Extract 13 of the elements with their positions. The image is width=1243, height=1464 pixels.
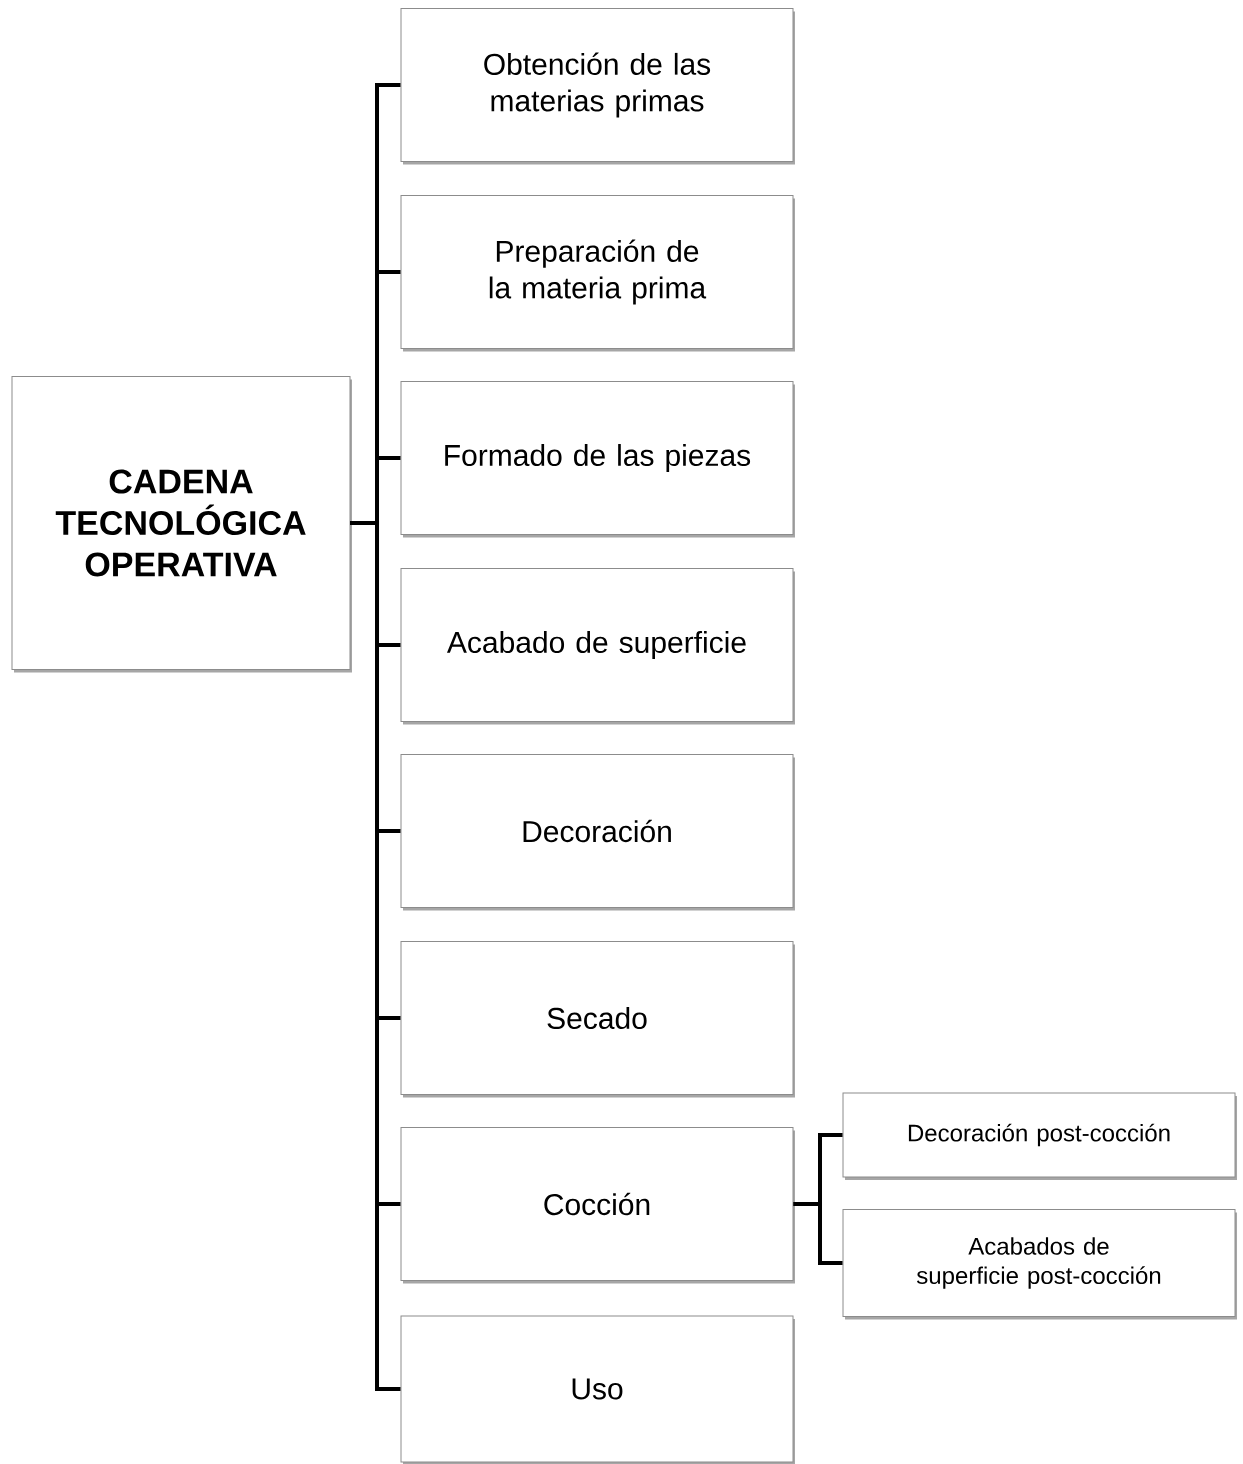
process-box: Acabados de superficie post-cocción: [842, 1209, 1237, 1320]
process-box: Cocción: [400, 1127, 795, 1284]
process-box: Obtención de las materias primas: [400, 8, 795, 165]
process-box: Formado de las piezas: [400, 381, 795, 538]
process-box: Decoración: [400, 754, 795, 911]
process-box: Preparación de la materia prima: [400, 195, 795, 352]
process-box: Decoración post-cocción: [842, 1092, 1237, 1180]
process-box: Acabado de superficie: [400, 568, 795, 725]
process-box: Uso: [400, 1315, 795, 1464]
connector: [793, 1202, 843, 1265]
process-box: Secado: [400, 941, 795, 1098]
connector: [350, 521, 401, 1391]
heading-box: CADENA TECNOLÓGICA OPERATIVA: [11, 376, 352, 673]
